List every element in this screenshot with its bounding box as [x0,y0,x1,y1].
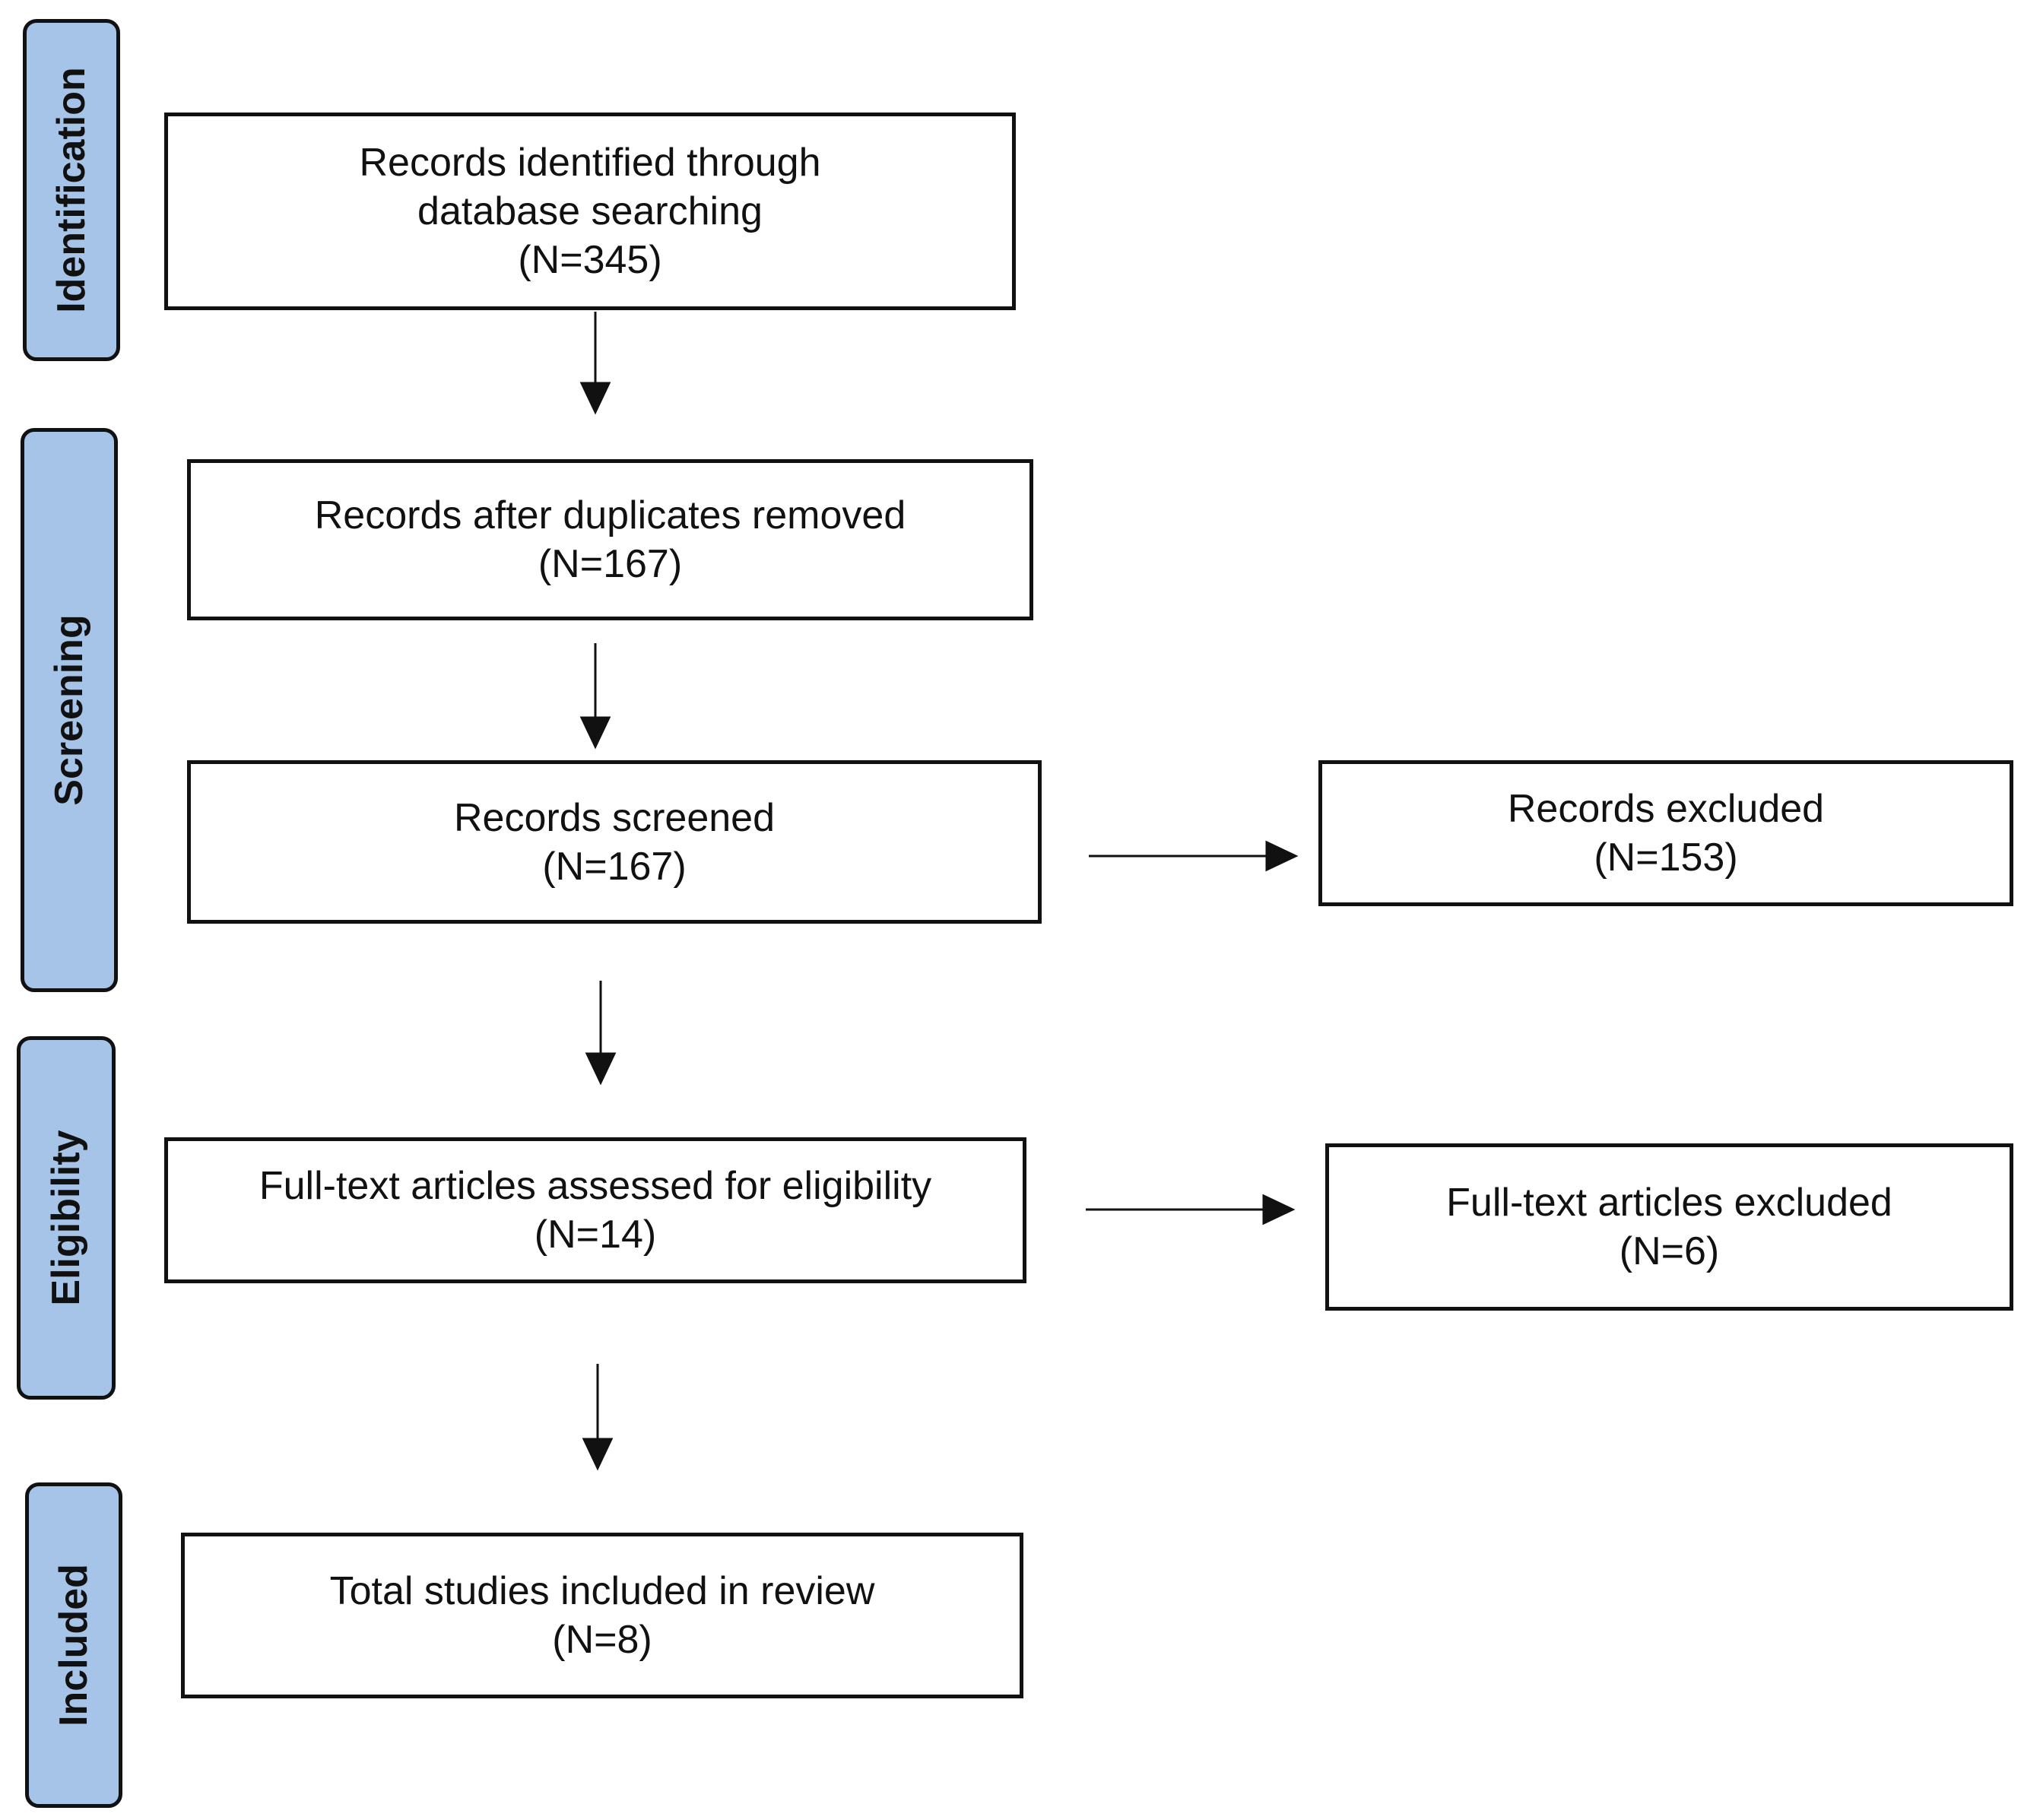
box-count: (N=6) [1619,1229,1720,1273]
arrowhead [1265,840,1299,872]
phase-screening: Screening [21,428,118,992]
box-count: (N=153) [1594,835,1738,880]
box-count: (N=167) [538,542,683,586]
box-included: Total studies included in review (N=8) [181,1533,1023,1698]
box-records-after-duplicates: Records after duplicates removed (N=167) [187,459,1033,620]
box-records-screened: Records screened (N=167) [187,760,1042,924]
box-text: Records after duplicates removed [314,493,906,537]
arrowhead [1262,1194,1296,1225]
phase-identification: Identification [23,19,120,361]
box-fulltext-excluded: Full-text articles excluded (N=6) [1325,1143,2013,1311]
box-count: (N=167) [542,844,687,889]
phase-included: Included [25,1482,122,1808]
box-count: (N=14) [534,1213,657,1257]
box-text: Full-text articles assessed for eligibil… [259,1164,932,1208]
arrowhead [582,1438,614,1471]
arrowhead [579,382,611,415]
box-count: (N=345) [518,238,662,282]
box-text: Total studies included in review [329,1569,875,1613]
box-fulltext-assessed: Full-text articles assessed for eligibil… [164,1137,1026,1283]
box-text: Records identified through database sear… [359,141,821,233]
arrowhead [585,1052,617,1086]
box-count: (N=8) [552,1618,652,1662]
phase-eligibility: Eligibility [17,1036,116,1400]
box-text: Records screened [454,795,775,840]
box-records-identified: Records identified through database sear… [164,113,1016,310]
box-records-excluded: Records excluded (N=153) [1318,760,2013,906]
arrowhead [579,716,611,750]
box-text: Full-text articles excluded [1446,1181,1892,1225]
box-text: Records excluded [1507,787,1825,831]
